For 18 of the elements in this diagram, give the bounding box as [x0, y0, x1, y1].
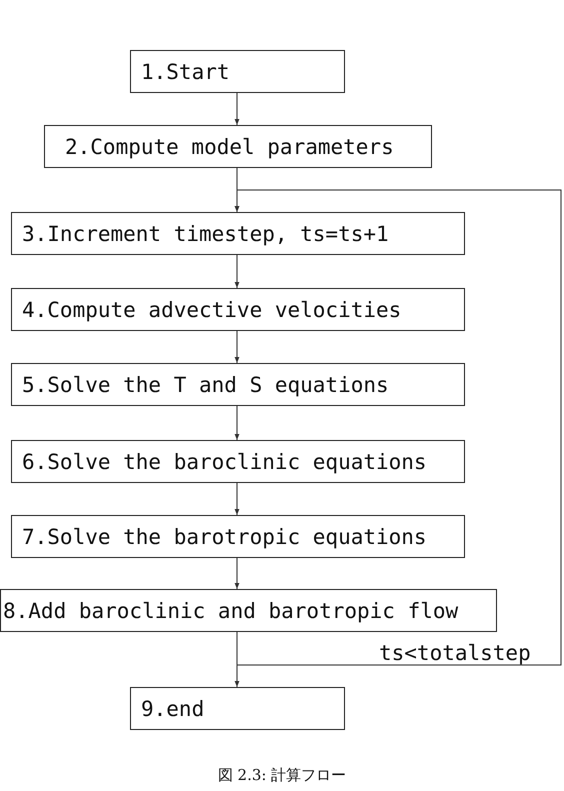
process-box: 3.Increment timestep, ts=ts+1 [11, 212, 465, 255]
arrow [234, 406, 240, 440]
process-box: 4.Compute advective velocities [11, 288, 465, 331]
edge-label: ts<totalstep [379, 642, 531, 664]
process-box: 5.Solve the T and S equations [11, 363, 465, 406]
arrow [234, 482, 240, 516]
process-box: 2.Compute model parameters [44, 125, 432, 168]
process-box: 1.Start [130, 50, 345, 93]
arrow [234, 558, 240, 590]
arrow [234, 254, 240, 288]
process-box: 7.Solve the barotropic equations [11, 515, 465, 558]
process-box: 6.Solve the baroclinic equations [11, 440, 465, 483]
arrow [234, 92, 240, 126]
figure-caption: 図 2.3: 計算フロー [216, 766, 348, 785]
process-box: 8.Add baroclinic and barotropic flow [0, 589, 497, 632]
arrow [234, 190, 562, 666]
process-box: 9.end [130, 687, 345, 730]
arrow [234, 330, 240, 364]
